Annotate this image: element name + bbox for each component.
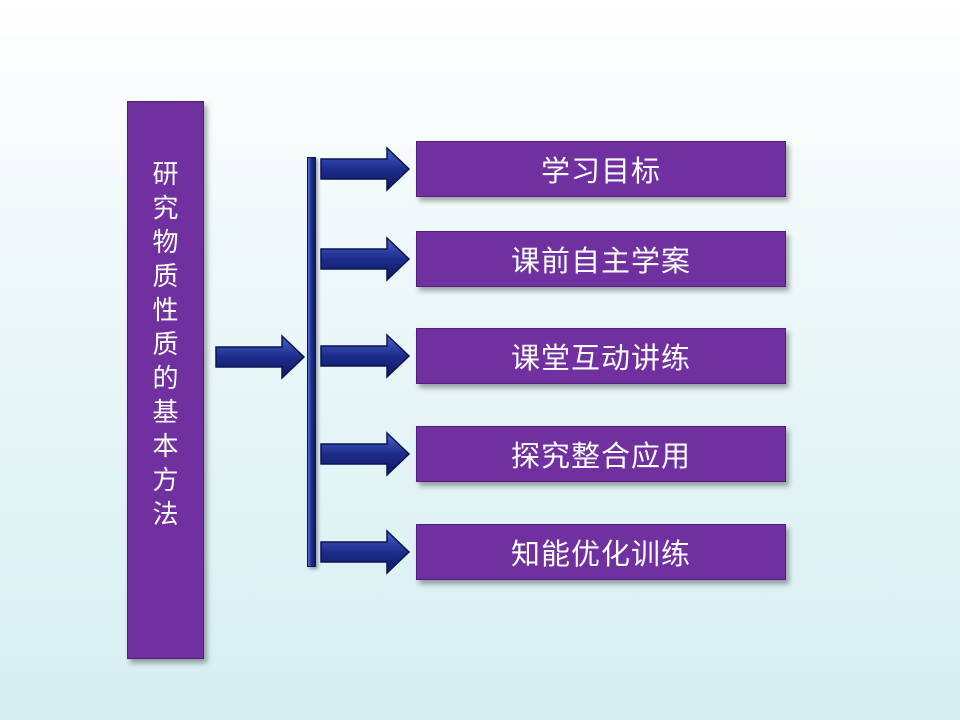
item-label: 知能优化训练 — [510, 537, 691, 571]
item-classroom-interaction[interactable]: 课堂互动讲练 — [416, 328, 786, 384]
item-label: 课前自主学案 — [510, 244, 691, 278]
item-label: 课堂互动讲练 — [510, 341, 691, 375]
item-learning-goals[interactable]: 学习目标 — [416, 141, 786, 197]
branch-arrow-icon — [320, 146, 411, 192]
topic-title: 研究物质性质的基本方法 — [152, 160, 179, 530]
topic-box: 研究物质性质的基本方法 — [127, 101, 204, 659]
branch-arrow-icon — [320, 529, 411, 575]
main-arrow-icon — [215, 334, 306, 380]
item-inquiry-application[interactable]: 探究整合应用 — [416, 426, 786, 482]
item-label: 学习目标 — [540, 154, 661, 188]
branch-arrow-icon — [320, 236, 411, 282]
connector-bar — [307, 157, 316, 567]
branch-arrow-icon — [320, 431, 411, 477]
item-optimization-training[interactable]: 知能优化训练 — [416, 524, 786, 580]
item-label: 探究整合应用 — [510, 439, 691, 473]
branch-arrow-icon — [320, 333, 411, 379]
item-preview-study[interactable]: 课前自主学案 — [416, 231, 786, 287]
